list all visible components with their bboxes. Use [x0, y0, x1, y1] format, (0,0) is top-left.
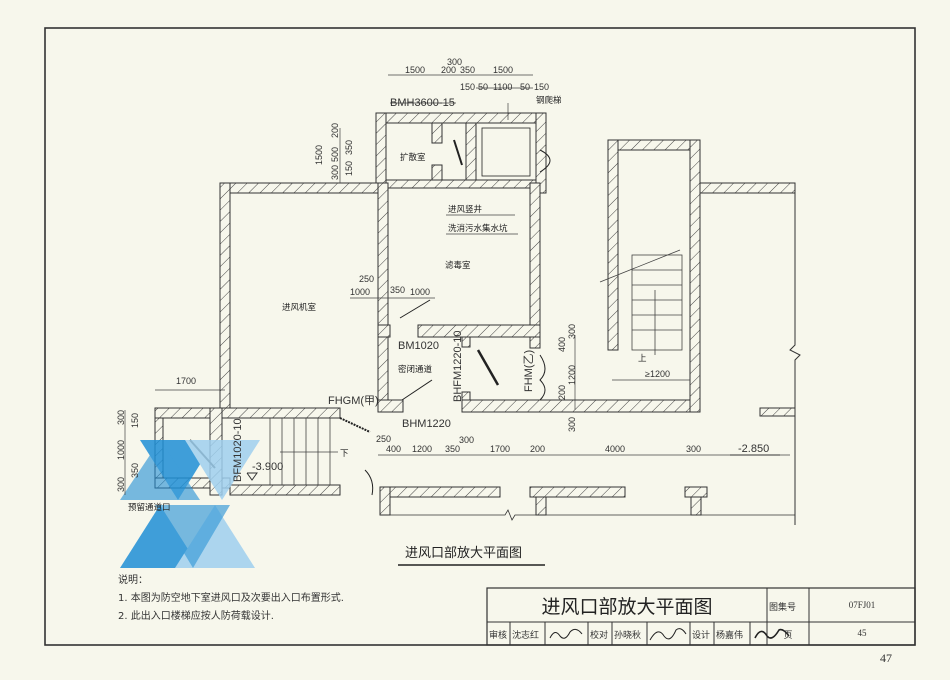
- elevation-right: -2.850: [738, 443, 769, 455]
- dim: 350: [344, 140, 354, 155]
- dim: 300: [330, 165, 340, 180]
- reviewer: 沈志红: [512, 631, 540, 641]
- dim: 200: [330, 123, 340, 138]
- leader-lines: [390, 102, 518, 235]
- notes-title: 说明：: [118, 575, 148, 586]
- dim: 150: [344, 161, 354, 176]
- room-filter: 滤毒室: [445, 260, 471, 271]
- dim: 400: [386, 444, 401, 454]
- dim: 250: [376, 434, 391, 444]
- review-label: 审核: [489, 631, 508, 641]
- label-ladder: 钢爬梯: [536, 95, 562, 106]
- door-bfm1020: BFM1020-10: [232, 418, 244, 482]
- signatures: [549, 628, 790, 641]
- dim: 200: [441, 65, 456, 75]
- stair-down-label: 下: [340, 449, 349, 459]
- dimension-lines: [124, 74, 790, 495]
- dim: 250: [359, 274, 374, 284]
- dim: 300: [459, 435, 474, 445]
- elevation-marker: [246, 472, 258, 481]
- check-label: 校对: [590, 631, 609, 641]
- title-block-title: 进风口部放大平面图: [541, 596, 713, 618]
- room-reserved-passage: 预留通道口: [128, 502, 171, 513]
- door-bmh3600: BMH3600-15: [390, 97, 455, 109]
- dim: 1500: [314, 145, 324, 165]
- dim: 1200: [567, 365, 577, 385]
- dim: 1500: [405, 65, 425, 75]
- stair-min-width: ≥1200: [645, 369, 670, 379]
- dim: 400: [557, 337, 567, 352]
- page-number: 45: [857, 628, 867, 638]
- title-block: [486, 587, 916, 646]
- break-line: [789, 183, 801, 525]
- dim: 350: [130, 463, 140, 478]
- sheet-frame: [44, 27, 916, 646]
- dim: 1000: [350, 287, 370, 297]
- dim: 300: [447, 57, 462, 67]
- dim: 1100: [493, 82, 512, 92]
- label-shaft: 进风竖井: [448, 204, 482, 215]
- dim: 4000: [605, 444, 625, 454]
- door-fhm-b: FHM(乙): [522, 350, 535, 392]
- sheet-number: 47: [880, 651, 892, 665]
- room-air-intake: 进风机室: [282, 302, 317, 313]
- dim: 1700: [490, 444, 510, 454]
- room-airtight-passage: 密闭通道: [398, 364, 433, 375]
- dim: 150: [460, 82, 475, 92]
- dim: 300: [116, 410, 126, 425]
- dim: 1500: [493, 65, 513, 75]
- atlas-number: 07FJ01: [848, 600, 876, 610]
- label-sump: 洗消污水集水坑: [448, 223, 508, 234]
- door-bm1020: BM1020: [398, 340, 439, 352]
- watermark-logo: [120, 440, 260, 568]
- dim: 300: [686, 444, 701, 454]
- atlas-label: 图集号: [769, 603, 797, 613]
- door-fhgm: FHGM(甲): [328, 395, 379, 407]
- dim: 50: [478, 82, 488, 92]
- dim: 500: [330, 147, 340, 162]
- page-label: 页: [783, 631, 793, 641]
- dim: 200: [557, 385, 567, 400]
- dim: 300: [116, 477, 126, 492]
- dim: 50: [520, 82, 530, 92]
- dim: 300: [567, 324, 577, 339]
- door-bhfm1220: BHFM1220-10: [452, 330, 464, 402]
- dim: 1200: [412, 444, 432, 454]
- break-line-bottom: [380, 509, 795, 521]
- stair-up-label: 上: [638, 354, 647, 364]
- stair-upper: [599, 249, 683, 355]
- dim: 300: [567, 417, 577, 432]
- checker: 孙晓秋: [614, 631, 642, 641]
- design-label: 设计: [692, 631, 711, 641]
- dim: 350: [445, 444, 460, 454]
- dim: 200: [530, 444, 545, 454]
- dim: 1700: [176, 376, 196, 386]
- designer: 杨嘉伟: [716, 631, 744, 641]
- dim: 1000: [410, 287, 430, 297]
- drawing-caption: 进风口部放大平面图: [405, 546, 522, 561]
- door-bhm1220: BHM1220: [402, 418, 451, 430]
- dim: 150: [130, 413, 140, 428]
- note-item: 2. 此出入口楼梯应按人防荷载设计.: [118, 611, 274, 622]
- dim: 1000: [116, 440, 126, 460]
- dim: 350: [460, 65, 475, 75]
- stair-lower: [269, 418, 338, 485]
- dim: 150: [534, 82, 549, 92]
- dim: 350: [390, 285, 405, 295]
- elevation-left: -3.900: [252, 461, 283, 473]
- room-diffusion: 扩散室: [400, 152, 426, 163]
- note-item: 1. 本图为防空地下室进风口及次要出入口布置形式.: [118, 593, 344, 604]
